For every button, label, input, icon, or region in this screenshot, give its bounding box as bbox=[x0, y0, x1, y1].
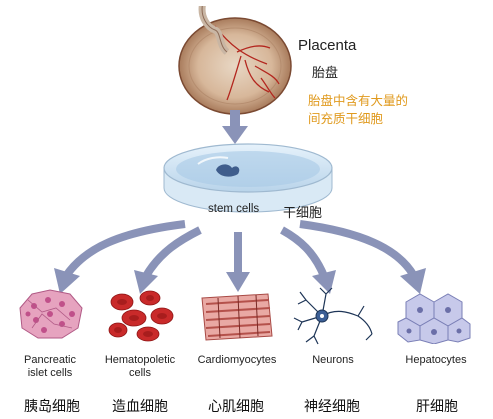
arrow-to-hepatocytes-icon bbox=[299, 220, 418, 279]
cell-label-neurons: Neurons bbox=[296, 354, 370, 367]
differentiation-arrows bbox=[54, 220, 426, 294]
cardiomyocytes-icon bbox=[201, 293, 273, 341]
placenta-note: 胎盘中含有大量的 间充质干细胞 bbox=[308, 92, 408, 128]
cell-label-en-line1: Hematopoletic bbox=[104, 354, 176, 366]
placenta-note-line2: 间充质干细胞 bbox=[308, 111, 384, 126]
cell-label-en-line1: Neurons bbox=[312, 354, 354, 366]
cell-label-en-line2: islet cells bbox=[27, 367, 73, 379]
down-arrow-icon bbox=[222, 110, 248, 144]
placenta-label: Placenta bbox=[298, 37, 357, 54]
stem-cells-label: stem cells bbox=[208, 203, 260, 215]
hepatocytes-icon bbox=[397, 293, 471, 344]
cell-label-cardiomyocytes: Cardiomyocytes bbox=[190, 354, 284, 367]
cell-label-en-line1: Cardiomyocytes bbox=[197, 354, 277, 366]
cell-label-en-line2: cells bbox=[128, 367, 151, 379]
placenta-note-line1: 胎盘中含有大量的 bbox=[308, 93, 409, 108]
cell-label-cn-pancreatic: 胰岛细胞 bbox=[24, 399, 80, 415]
cell-label-cn-neurons: 神经细胞 bbox=[304, 399, 360, 415]
arrow-to-neurons-icon bbox=[280, 226, 328, 278]
cell-label-en-line1: Hepatocytes bbox=[405, 354, 467, 366]
hematopoietic-cells-icon bbox=[108, 290, 174, 342]
neurons-icon bbox=[293, 287, 373, 345]
arrow-to-hematopoietic-icon bbox=[142, 226, 202, 279]
placenta-label-cn: 胎盘 bbox=[312, 66, 339, 81]
cell-label-cn-cardiomyocytes: 心肌细胞 bbox=[208, 399, 264, 415]
cell-label-hematopoietic: Hematopoletic cells bbox=[96, 354, 184, 380]
cell-label-hepatocytes: Hepatocytes bbox=[396, 354, 476, 367]
placenta-illustration bbox=[178, 6, 292, 115]
petri-dish-illustration bbox=[163, 143, 333, 213]
cell-label-en-line1: Pancreatic bbox=[24, 354, 76, 366]
cell-label-cn-hematopoietic: 造血细胞 bbox=[112, 399, 168, 415]
cell-label-cn-hepatocytes: 肝细胞 bbox=[416, 399, 458, 415]
pancreatic-islet-cells-icon bbox=[19, 289, 83, 339]
stem-cells-label-cn: 干细胞 bbox=[283, 206, 323, 221]
cell-label-pancreatic: Pancreatic islet cells bbox=[14, 354, 86, 380]
arrow-to-pancreatic-icon bbox=[62, 220, 186, 279]
